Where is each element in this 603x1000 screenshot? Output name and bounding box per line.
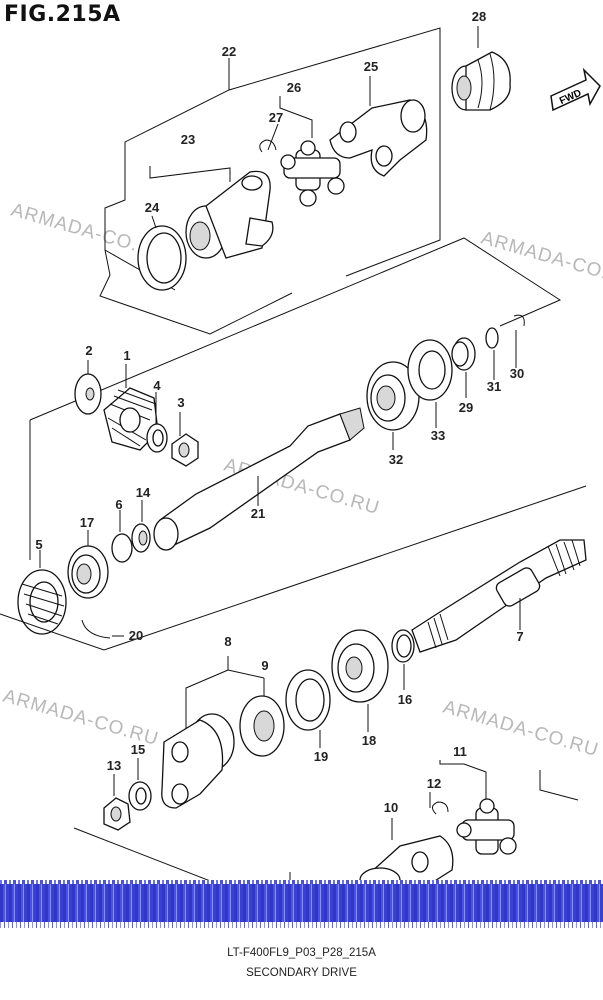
spacer-part-29 xyxy=(451,337,476,371)
callout-30: 30 xyxy=(510,366,524,381)
callout-3: 3 xyxy=(177,395,184,410)
callout-29: 29 xyxy=(459,400,473,415)
seal-part-9 xyxy=(239,695,285,757)
callout-13: 13 xyxy=(107,758,121,773)
callout-18: 18 xyxy=(362,733,376,748)
scan-band-edge xyxy=(0,880,603,886)
callout-2: 2 xyxy=(85,343,92,358)
joint-assembly-group xyxy=(99,26,511,335)
figure-code: LT-F400FL9_P03_P28_215A xyxy=(227,947,376,959)
scan-band-edge xyxy=(0,922,603,928)
lower-yoke-group xyxy=(73,629,415,913)
seal-part-19 xyxy=(285,669,331,731)
callout-15: 15 xyxy=(131,742,145,757)
callout-32: 32 xyxy=(389,452,403,467)
circlip-part-30 xyxy=(513,314,525,327)
yoke-part-25 xyxy=(329,99,428,177)
callout-14: 14 xyxy=(136,485,151,500)
ring-part-31 xyxy=(485,327,499,349)
callout-12: 12 xyxy=(427,776,441,791)
bushing-part-14 xyxy=(131,523,151,553)
callout-17: 17 xyxy=(80,515,94,530)
circlip-part-20 xyxy=(81,619,111,639)
output-shaft-part-7 xyxy=(411,539,587,653)
callout-23: 23 xyxy=(181,132,195,147)
callout-33: 33 xyxy=(431,428,445,443)
callout-26: 26 xyxy=(287,80,301,95)
spider-part-26 xyxy=(280,140,345,207)
callout-20: 20 xyxy=(129,628,143,643)
callout-16: 16 xyxy=(398,692,412,707)
circlip-part-12 xyxy=(432,801,449,815)
nut-part-13 xyxy=(103,797,131,831)
callout-28: 28 xyxy=(472,9,486,24)
figure-subtitle: SECONDARY DRIVE xyxy=(246,967,357,979)
bearing-part-18 xyxy=(331,629,389,703)
callout-31: 31 xyxy=(487,379,501,394)
yoke-part-23 xyxy=(185,170,274,259)
seal-part-24 xyxy=(137,225,187,291)
washer-part-15 xyxy=(128,781,152,811)
boot-part-28 xyxy=(451,51,511,111)
nut-part-3 xyxy=(171,433,199,467)
lower-joint-group xyxy=(358,760,579,893)
forward-direction-arrow: FWD xyxy=(550,67,601,112)
drive-shaft-group xyxy=(0,237,587,651)
bearing-part-17 xyxy=(67,545,109,599)
callout-25: 25 xyxy=(364,59,378,74)
scan-band xyxy=(0,884,603,924)
seal-part-33 xyxy=(407,339,453,401)
callout-10: 10 xyxy=(384,800,398,815)
callout-1: 1 xyxy=(123,348,130,363)
callout-6: 6 xyxy=(115,497,122,512)
ring-part-16 xyxy=(391,629,415,663)
callout-5: 5 xyxy=(35,537,42,552)
washer-part-6 xyxy=(111,533,133,563)
circlip-part-27 xyxy=(259,139,277,153)
figure-title: FIG.215A xyxy=(4,2,121,27)
ring-gear-part-5 xyxy=(17,569,67,635)
callout-21: 21 xyxy=(251,506,265,521)
callout-9: 9 xyxy=(261,658,268,673)
callout-19: 19 xyxy=(314,749,328,764)
washer-part-4 xyxy=(146,423,168,453)
callout-8: 8 xyxy=(224,634,231,649)
callout-7: 7 xyxy=(516,629,523,644)
shaft-part-21 xyxy=(153,407,365,551)
bearing-part-32 xyxy=(366,361,420,431)
spider-part-11 xyxy=(456,798,517,855)
callout-24: 24 xyxy=(145,200,160,215)
callout-22: 22 xyxy=(222,44,236,59)
callout-11: 11 xyxy=(453,744,467,759)
bevel-gear-part-1 xyxy=(103,387,159,451)
callout-27: 27 xyxy=(269,110,283,125)
flange-yoke-part-8 xyxy=(161,713,235,809)
watermark: ARMADA-CO.RU xyxy=(1,686,161,751)
callout-4: 4 xyxy=(153,378,161,393)
